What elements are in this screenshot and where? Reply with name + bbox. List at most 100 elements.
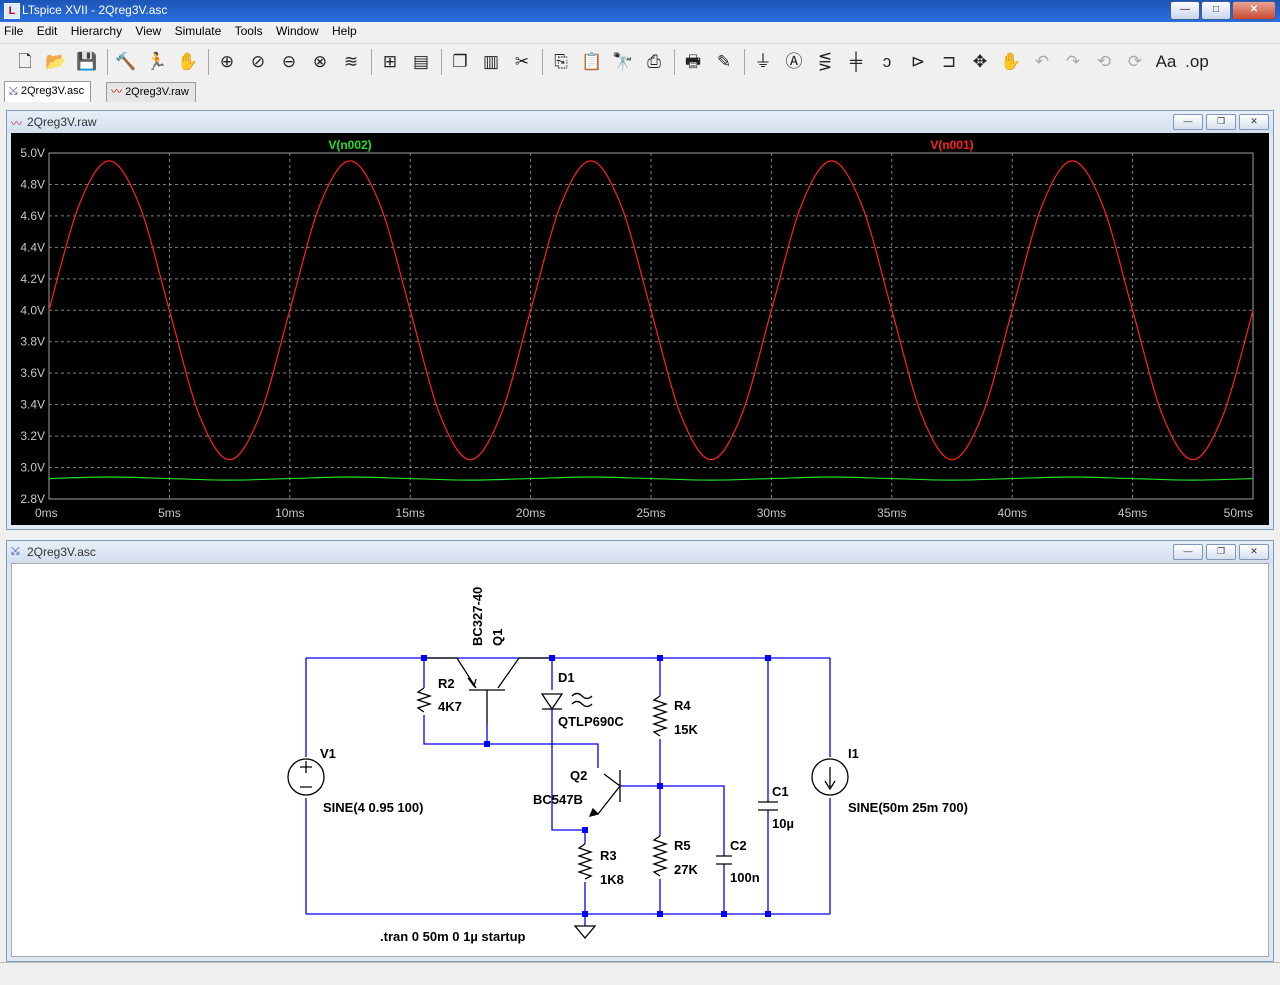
restore-button[interactable]: ❐ (1206, 544, 1236, 560)
toolbar: 🗋 📂 💾 🔨 🏃 ✋ ⊕ ⊘ ⊖ ⊗ ≋ ⊞ ▤ ❐ ▥ ✂ ⎘ 📋 🔭 ⎙ 🖶 ✎ ⏚ Ⓐ ⋚ ╪ ↄ ⊳ ⊐ ✥ ✋ ↶ ↷ ⟲ ⟳ Aa .op (0, 43, 1280, 81)
waveform-icon: 〰 (111, 86, 122, 98)
pan-icon[interactable]: ✋ (177, 52, 199, 71)
find-icon[interactable]: 🔭 (612, 52, 634, 71)
menu-view[interactable]: View (135, 24, 162, 38)
zoom-fit-icon[interactable]: ⊘ (250, 52, 266, 71)
zoom-cancel-icon[interactable]: ⊗ (312, 52, 328, 71)
menu-window[interactable]: Window (275, 24, 319, 38)
tab-waveform[interactable]: 〰 2Qreg3V.raw (106, 82, 196, 102)
waveform-window-title: 2Qreg3V.raw (27, 115, 97, 129)
print-icon[interactable]: 🖶 (684, 52, 702, 71)
restore-button[interactable]: ❐ (1206, 114, 1236, 130)
resistor-r5 (651, 835, 669, 877)
x-tick-label: 35ms (877, 506, 906, 520)
capacitor-icon[interactable]: ╪ (849, 52, 863, 71)
draw-wire-icon[interactable]: ✎ (716, 52, 732, 71)
mirror-icon[interactable]: ⟳ (1127, 52, 1143, 71)
cascade-icon[interactable]: ❐ (452, 52, 468, 71)
pick-visible-icon[interactable]: ⊞ (382, 52, 398, 71)
c2-name-label: C2 (730, 838, 747, 853)
close-button[interactable]: ✕ (1239, 544, 1269, 560)
r5-name-label: R5 (674, 838, 691, 853)
r2-value-label: 4K7 (438, 699, 462, 714)
y-tick-label: 4.8V (20, 177, 45, 191)
spice-directive: .tran 0 50m 0 1µ startup (380, 929, 526, 944)
save-icon[interactable]: 💾 (76, 52, 98, 71)
led-emission-icon (571, 692, 593, 708)
spice-directive-icon[interactable]: .op (1185, 52, 1209, 71)
schematic-canvas[interactable]: BC327-40 Q1 R2 4K7 D1 QTLP690C R4 15K Q2… (11, 563, 1269, 957)
legend-vn002: V(n002) (328, 138, 371, 152)
rotate-icon[interactable]: ⟲ (1096, 52, 1112, 71)
paste-icon[interactable]: 📋 (581, 52, 603, 71)
autorange-icon[interactable]: ≋ (343, 52, 359, 71)
minimize-button[interactable]: — (1173, 114, 1203, 130)
menu-simulate[interactable]: Simulate (174, 24, 222, 38)
ground-icon (573, 925, 597, 940)
copy-icon[interactable]: ⎘ (554, 52, 568, 71)
r2-name-label: R2 (438, 676, 455, 691)
undo-icon[interactable]: ↶ (1034, 52, 1050, 71)
x-tick-label: 0ms (35, 506, 58, 520)
menu-file[interactable]: File (4, 24, 24, 38)
cut-icon[interactable]: ✂ (514, 52, 530, 71)
menu-hierarchy[interactable]: Hierarchy (70, 24, 123, 38)
waveform-chart[interactable]: 2.8V3.0V3.2V3.4V3.6V3.8V4.0V4.2V4.4V4.6V… (11, 133, 1269, 525)
ground-icon[interactable]: ⏚ (754, 52, 772, 71)
redo-icon[interactable]: ↷ (1065, 52, 1081, 71)
component-icon[interactable]: ⊐ (941, 52, 957, 71)
minimize-button[interactable]: — (1170, 1, 1200, 20)
menu-tools[interactable]: Tools (234, 24, 263, 38)
y-tick-label: 4.4V (20, 240, 45, 254)
status-bar (0, 962, 1280, 985)
zoom-in-icon[interactable]: ⊕ (219, 52, 235, 71)
component-labels: BC327-40 Q1 R2 4K7 D1 QTLP690C R4 15K Q2… (320, 587, 968, 944)
run-icon[interactable]: 🏃 (146, 52, 168, 71)
d1-model-label: QTLP690C (558, 714, 624, 729)
text-icon[interactable]: Aa (1155, 52, 1177, 71)
label-net-icon[interactable]: Ⓐ (785, 52, 803, 71)
menu-edit[interactable]: Edit (36, 24, 58, 38)
menu-help[interactable]: Help (331, 24, 357, 38)
current-source-i1 (811, 758, 849, 796)
new-schematic-icon[interactable]: 🗋 (18, 52, 32, 71)
schematic-icon: ⤩ (9, 85, 18, 97)
tab-schematic[interactable]: ⤩ 2Qreg3V.asc (4, 81, 92, 102)
inductor-icon[interactable]: ↄ (882, 52, 892, 71)
schematic-window: ⤩ 2Qreg3V.asc — ❐ ✕ (6, 540, 1274, 962)
diode-icon[interactable]: ⊳ (910, 52, 926, 71)
transistor-q1-emitter (424, 657, 477, 689)
open-icon[interactable]: 📂 (45, 52, 67, 71)
tile-vertical-icon[interactable]: ▥ (482, 52, 500, 71)
tab-label: 2Qreg3V.asc (20, 85, 85, 97)
capacitor-c1 (758, 801, 778, 811)
drag-icon[interactable]: ✋ (1000, 52, 1022, 71)
document-tabs: ⤩ 2Qreg3V.asc 〰 2Qreg3V.raw (0, 80, 1280, 102)
x-tick-label: 50ms (1224, 506, 1253, 520)
x-tick-label: 45ms (1118, 506, 1147, 520)
toolbar-separator (441, 49, 442, 75)
resistor-r2 (415, 687, 433, 713)
window-title: LTspice XVII - 2Qreg3V.asc (22, 3, 168, 17)
diode-d1 (540, 693, 564, 711)
control-panel-icon[interactable]: 🔨 (115, 52, 137, 71)
schematic-drawing[interactable]: BC327-40 Q1 R2 4K7 D1 QTLP690C R4 15K Q2… (12, 564, 1268, 956)
minimize-button[interactable]: — (1173, 544, 1203, 560)
resistor-icon[interactable]: ⋚ (817, 52, 833, 71)
close-button[interactable]: ✕ (1232, 1, 1276, 20)
waveform-icon: 〰 (11, 118, 22, 130)
tile-horizontal-icon[interactable]: ▤ (412, 52, 430, 71)
move-icon[interactable]: ✥ (972, 52, 988, 71)
zoom-out-icon[interactable]: ⊖ (281, 52, 297, 71)
c1-value-label: 10µ (772, 816, 794, 831)
y-tick-label: 3.2V (20, 429, 45, 443)
r3-name-label: R3 (600, 848, 617, 863)
maximize-button[interactable]: □ (1201, 1, 1231, 20)
toolbar-separator (107, 49, 108, 75)
close-button[interactable]: ✕ (1239, 114, 1269, 130)
print-preview-icon[interactable]: ⎙ (647, 52, 661, 71)
schematic-icon: ⤩ (11, 545, 20, 557)
y-tick-label: 4.0V (20, 303, 45, 317)
y-tick-label: 2.8V (20, 492, 45, 506)
